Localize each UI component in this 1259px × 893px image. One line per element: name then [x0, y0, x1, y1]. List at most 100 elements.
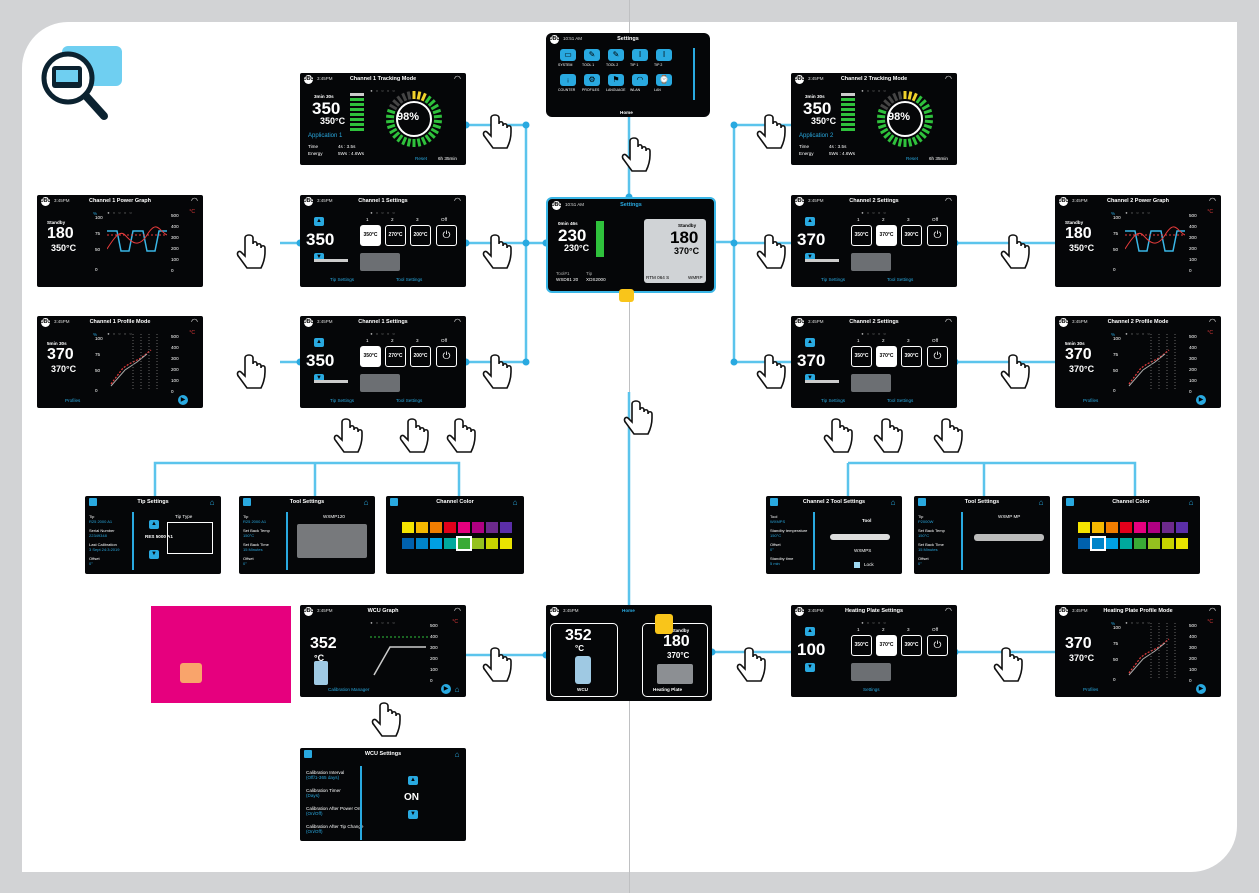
settings-menu-icon[interactable]: ✎: [584, 49, 600, 61]
play-icon[interactable]: ▶: [1196, 395, 1206, 405]
color-swatch[interactable]: [1176, 538, 1188, 549]
color-swatch[interactable]: [1106, 538, 1118, 549]
power-off-icon[interactable]: ⏻: [927, 346, 948, 367]
scrollbar[interactable]: [360, 766, 362, 840]
home-icon[interactable]: ⌂: [454, 685, 460, 694]
color-swatch[interactable]: [486, 522, 498, 533]
setting-value[interactable]: 22349348: [89, 533, 107, 538]
power-off-icon[interactable]: ⏻: [927, 225, 948, 246]
color-swatch[interactable]: [1106, 522, 1118, 533]
color-swatch[interactable]: [416, 538, 428, 549]
increase-arrow-icon[interactable]: ▲: [805, 627, 815, 636]
preset-temp-button[interactable]: 370°C: [876, 635, 897, 656]
color-swatch[interactable]: [430, 522, 442, 533]
color-swatch[interactable]: [1078, 538, 1090, 549]
setting-value[interactable]: 0°: [243, 561, 247, 566]
setting-value[interactable]: 15 Minutes: [918, 547, 938, 552]
color-swatch[interactable]: [1176, 522, 1188, 533]
home-icon[interactable]: ⌂: [512, 498, 518, 507]
color-swatch[interactable]: [402, 522, 414, 533]
scrollbar[interactable]: [286, 512, 288, 570]
setting-value[interactable]: (Off/1-365 days): [306, 775, 340, 780]
profiles-button[interactable]: Profiles: [1083, 687, 1099, 692]
setting-value[interactable]: 0°: [89, 561, 93, 566]
setting-value[interactable]: 15 Minutes: [243, 547, 263, 552]
increase-arrow-icon[interactable]: ▲: [408, 776, 418, 785]
color-swatch[interactable]: [1090, 536, 1106, 551]
settings-menu-icon[interactable]: ◠: [632, 74, 648, 86]
power-off-icon[interactable]: ⏻: [927, 635, 948, 656]
decrease-arrow-icon[interactable]: ▼: [805, 663, 815, 672]
color-swatch[interactable]: [500, 538, 512, 549]
settings-menu-icon[interactable]: ǀ: [632, 49, 648, 61]
increase-arrow-icon[interactable]: ▲: [314, 338, 324, 347]
preset-temp-button[interactable]: 350°C: [360, 225, 381, 246]
color-swatch[interactable]: [1162, 538, 1174, 549]
settings-button[interactable]: Settings: [863, 687, 880, 692]
color-swatch[interactable]: [1120, 522, 1132, 533]
screen-title[interactable]: Settings: [620, 202, 642, 208]
power-off-icon[interactable]: ⏻: [436, 346, 457, 367]
preset-temp-button[interactable]: 200°C: [410, 346, 431, 367]
preset-temp-button[interactable]: 270°C: [385, 225, 406, 246]
setting-value[interactable]: 0°: [918, 561, 922, 566]
profiles-button[interactable]: Profiles: [1083, 398, 1099, 403]
preset-temp-button[interactable]: 390°C: [901, 346, 922, 367]
home-icon[interactable]: ⌂: [454, 750, 460, 759]
setting-value[interactable]: 150°C: [770, 533, 782, 538]
settings-menu-icon[interactable]: ⚙: [584, 74, 600, 86]
heating-plate-card[interactable]: Standby 180 370°C Heating Plate: [642, 623, 708, 697]
settings-menu-icon[interactable]: ᵢ: [560, 74, 576, 86]
setting-value[interactable]: 150°C: [918, 533, 930, 538]
color-swatch[interactable]: [458, 522, 470, 533]
preset-temp-button[interactable]: 350°C: [360, 346, 381, 367]
setting-value[interactable]: WXMPS: [770, 519, 786, 524]
preset-temp-button[interactable]: 370°C: [876, 225, 897, 246]
settings-menu-icon[interactable]: ▭: [560, 49, 576, 61]
settings-menu-icon[interactable]: ⌚: [656, 74, 672, 86]
wcu-card[interactable]: 352 °C WCU: [550, 623, 618, 697]
lock-checkbox[interactable]: [854, 562, 860, 568]
color-swatch[interactable]: [456, 536, 472, 551]
setting-value[interactable]: (Days): [306, 793, 320, 798]
color-swatch[interactable]: [1148, 522, 1160, 533]
color-swatch[interactable]: [416, 522, 428, 533]
tool-settings-button[interactable]: Tool Settings: [887, 398, 914, 403]
decrease-arrow-icon[interactable]: ▼: [408, 810, 418, 819]
color-swatch[interactable]: [472, 538, 484, 549]
preset-temp-button[interactable]: 350°C: [851, 225, 872, 246]
settings-menu-icon[interactable]: ǀ: [656, 49, 672, 61]
setting-value[interactable]: (On/Off): [306, 829, 323, 834]
color-swatch[interactable]: [1092, 522, 1104, 533]
tool-settings-button[interactable]: Tool Settings: [396, 398, 423, 403]
color-swatch[interactable]: [1162, 522, 1174, 533]
profiles-button[interactable]: Calibration Manager: [328, 687, 370, 692]
color-swatch[interactable]: [444, 538, 456, 549]
color-swatch[interactable]: [1134, 538, 1146, 549]
setting-value[interactable]: R25 2000 A1: [243, 519, 267, 524]
home-icon[interactable]: ⌂: [1038, 498, 1044, 507]
color-swatch[interactable]: [1120, 538, 1132, 549]
play-icon[interactable]: ▶: [441, 684, 451, 694]
play-icon[interactable]: ▶: [1196, 684, 1206, 694]
tip-settings-button[interactable]: Tip Settings: [821, 398, 846, 403]
preset-temp-button[interactable]: 350°C: [851, 346, 872, 367]
home-icon[interactable]: ⌂: [363, 498, 369, 507]
scrollbar[interactable]: [813, 512, 815, 570]
back-icon[interactable]: [390, 498, 398, 506]
increase-arrow-icon[interactable]: ▲: [149, 520, 159, 529]
back-icon[interactable]: [243, 498, 251, 506]
decrease-arrow-icon[interactable]: ▼: [314, 253, 324, 262]
tip-settings-button[interactable]: Tip Settings: [821, 277, 846, 282]
home-icon[interactable]: ⌂: [209, 498, 215, 507]
color-swatch[interactable]: [1148, 538, 1160, 549]
back-icon[interactable]: [1066, 498, 1074, 506]
setting-value[interactable]: P2000W: [918, 519, 934, 524]
standby-panel[interactable]: Standby 180 370°C RTM 064 S WMRP: [644, 219, 706, 283]
preset-temp-button[interactable]: 370°C: [876, 346, 897, 367]
setting-value[interactable]: 0°: [770, 547, 774, 552]
settings-menu-icon[interactable]: ✎: [608, 49, 624, 61]
reset-button[interactable]: Reset: [415, 156, 428, 161]
tool-settings-button[interactable]: Tool Settings: [396, 277, 423, 282]
preset-temp-button[interactable]: 390°C: [901, 225, 922, 246]
